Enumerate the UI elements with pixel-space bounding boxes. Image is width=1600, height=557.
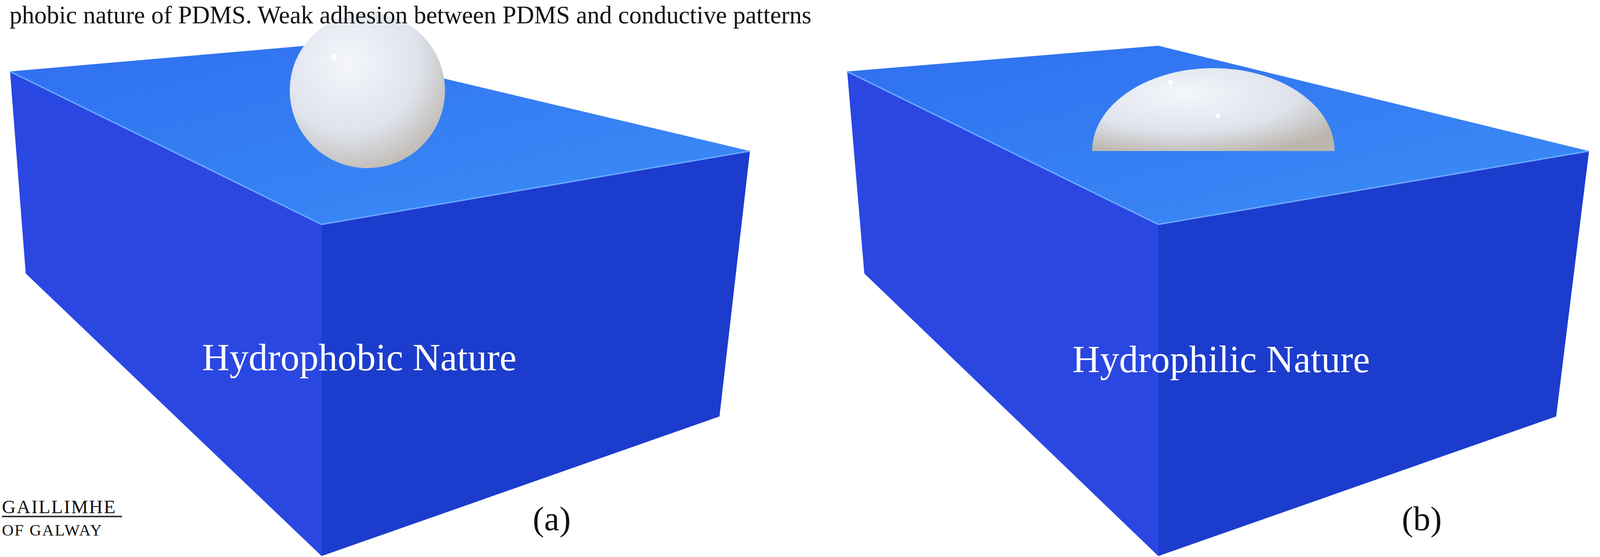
highlight	[331, 54, 337, 61]
water-droplet	[1092, 68, 1335, 152]
block-label: Hydrophilic Nature	[1072, 337, 1370, 382]
panel-label: (a)	[532, 499, 571, 539]
logo-text: GAILLIMHE	[1, 495, 117, 518]
substrate-block: Hydrophilic Nature	[837, 0, 1600, 557]
panel-label: (b)	[1401, 499, 1442, 539]
logo-text: OF GALWAY	[1, 521, 103, 540]
block-illustration	[0, 0, 763, 557]
water-droplet	[289, 12, 446, 169]
block-illustration	[837, 0, 1600, 557]
block-label: Hydrophobic Nature	[202, 335, 517, 380]
substrate-block: Hydrophobic Nature	[0, 0, 763, 557]
caption-text: phobic nature of PDMS. Weak adhesion bet…	[9, 0, 812, 30]
highlight	[1168, 80, 1174, 85]
highlight	[1215, 113, 1221, 119]
block-face	[847, 45, 1590, 225]
